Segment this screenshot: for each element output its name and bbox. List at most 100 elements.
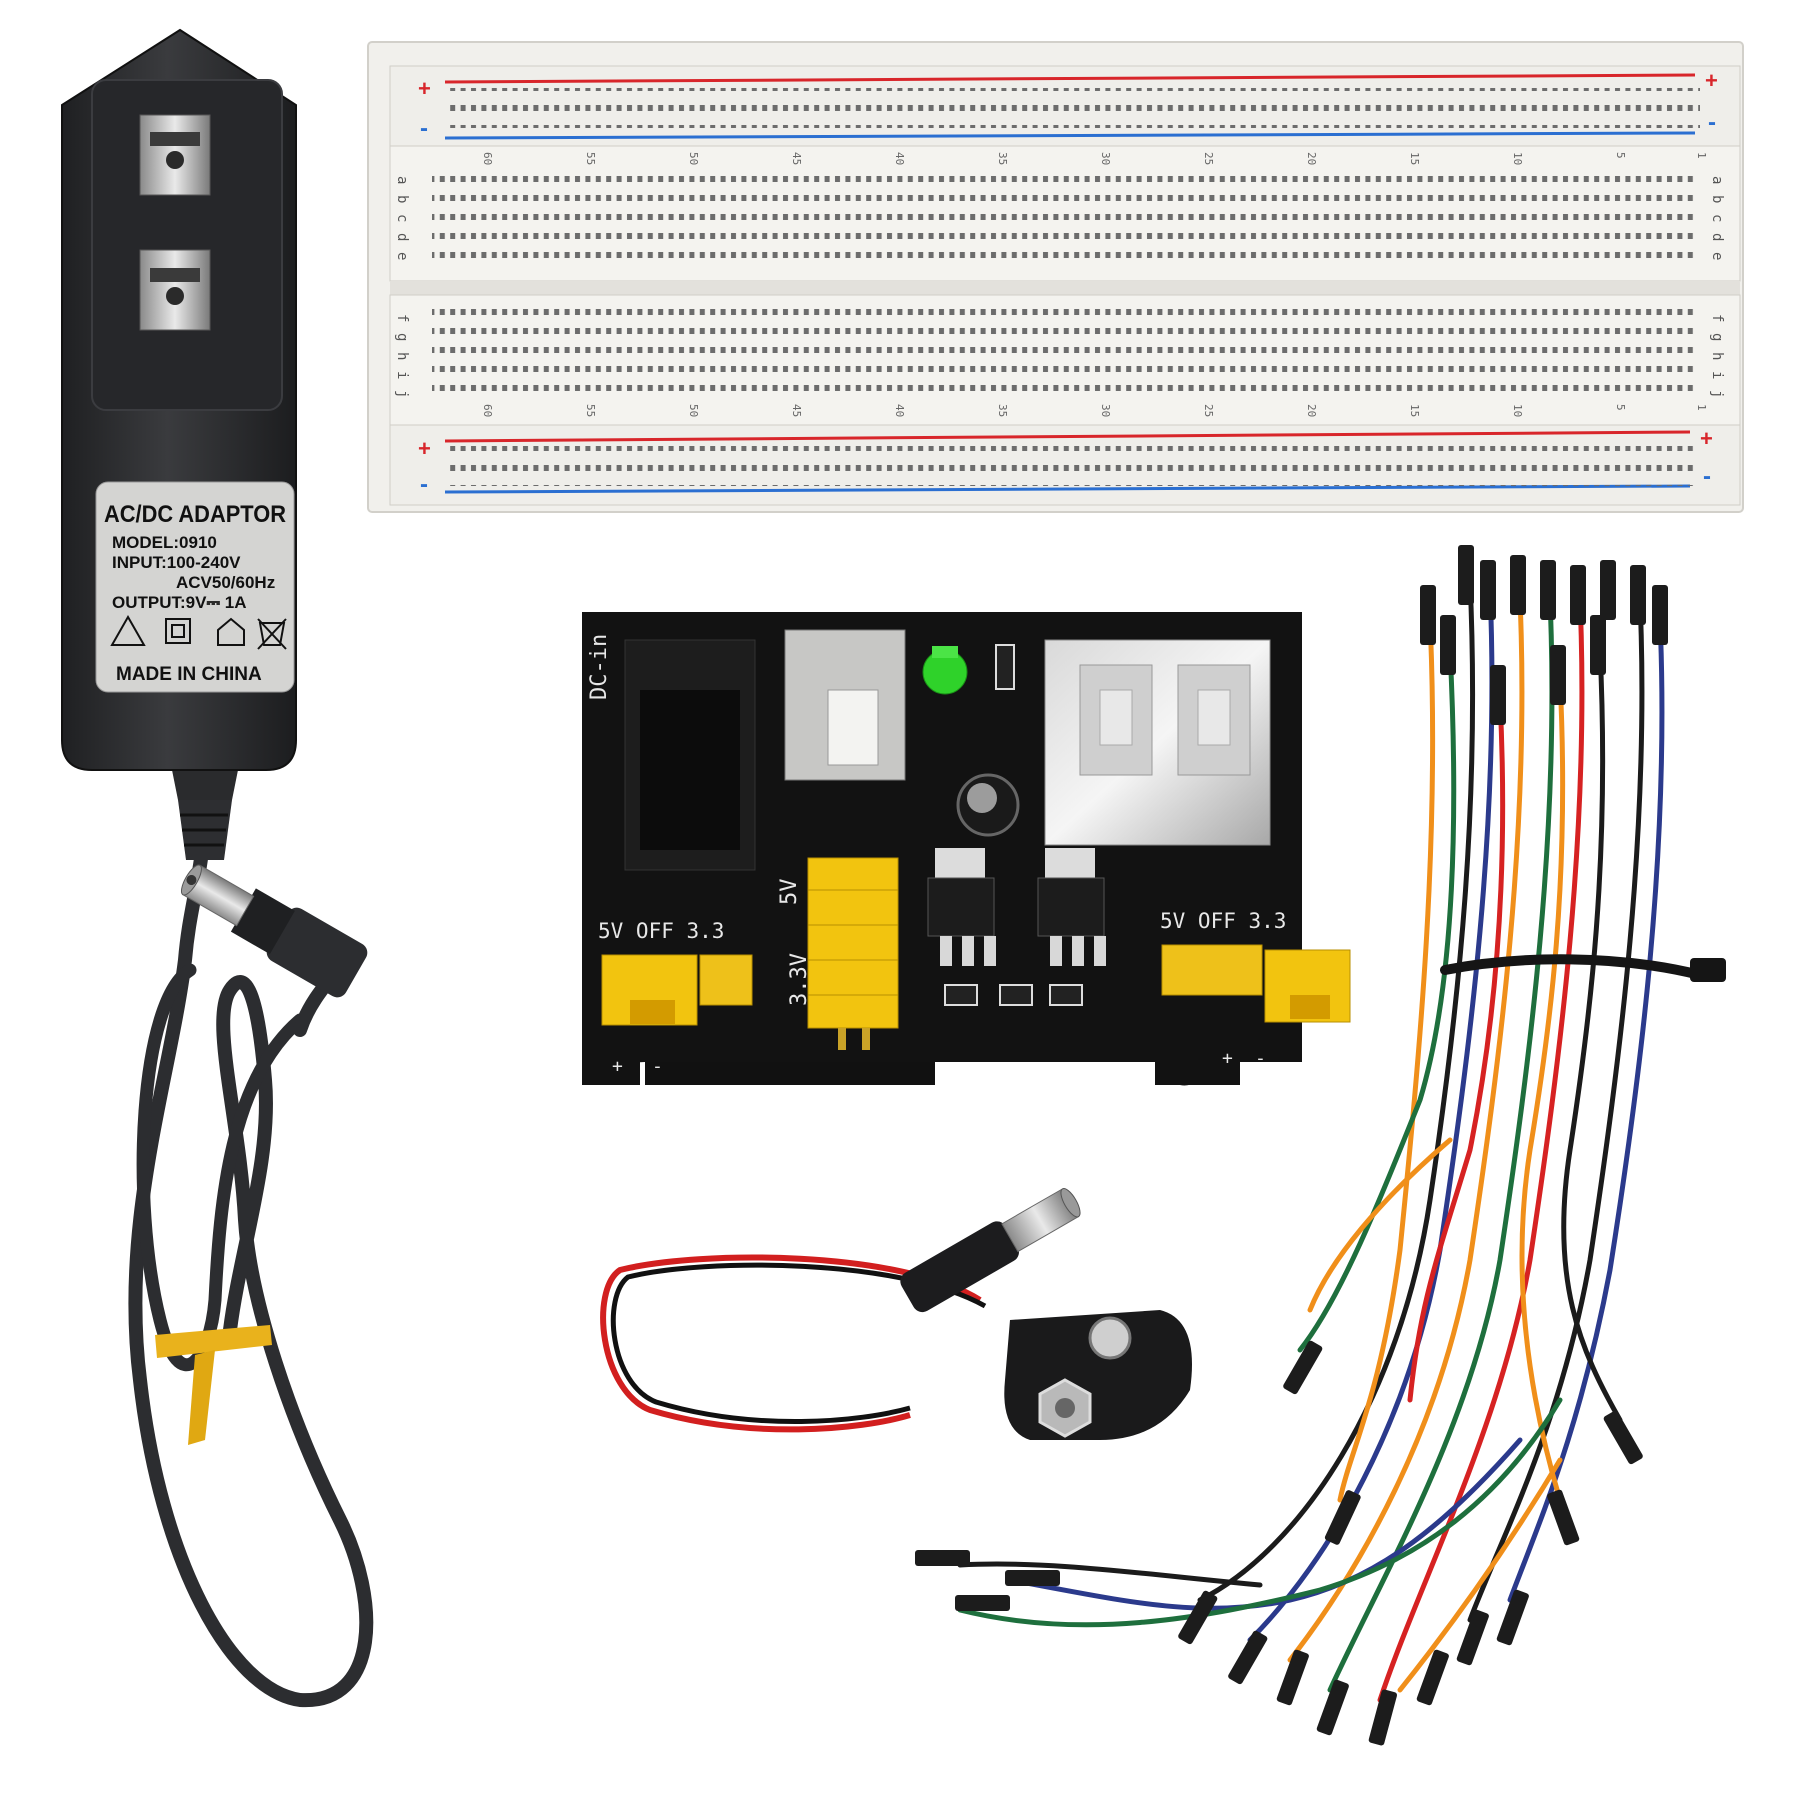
battery-clip-red-wire — [600, 1254, 982, 1433]
right-jumper-label: 5V OFF 3.3 — [1160, 909, 1286, 933]
voltage-regulator-left — [927, 848, 996, 966]
bottom-column-numbers: 60 55 50 45 40 35 30 25 20 15 10 5 1 — [481, 404, 1708, 417]
bottom-rail-plus-right: + — [1700, 426, 1713, 451]
acdc-adapter: AC/DC ADAPTOR MODEL:0910 INPUT:100-240V … — [61, 28, 374, 1708]
jumper-wire — [1197, 577, 1476, 1603]
column-number: 30 — [1099, 152, 1112, 165]
adapter-label-input: INPUT:100-240V — [112, 553, 241, 572]
center-channel — [390, 281, 1740, 295]
column-number: 35 — [996, 404, 1009, 417]
top-row-letters-left: a b c d e — [394, 176, 410, 260]
jumper-wire-connectors — [915, 545, 1668, 1746]
breadboard: + - + - a b c d e a b c d e 60 55 50 45 … — [367, 41, 1744, 513]
top-rail-holes — [450, 88, 1700, 128]
plug-prong-top — [139, 114, 211, 196]
adapter-cable — [128, 793, 374, 1708]
double-insulation-icon — [165, 618, 191, 644]
bottom-row-letters-right: f g h i j — [1709, 314, 1725, 398]
adapter-label: AC/DC ADAPTOR MODEL:0910 INPUT:100-240V … — [95, 481, 295, 693]
row-letter: d — [1709, 233, 1725, 241]
top-row-letters-right: a b c d e — [1709, 176, 1725, 260]
smd-component — [999, 984, 1033, 1006]
adapter-label-origin: MADE IN CHINA — [116, 664, 262, 685]
left-voltage-jumper[interactable] — [601, 954, 753, 1026]
row-letter: b — [1709, 195, 1725, 203]
jumper-wire-long-green — [957, 1397, 1563, 1628]
column-number: 50 — [687, 152, 700, 165]
power-switch-knob[interactable] — [827, 689, 879, 766]
column-number: 10 — [1511, 152, 1524, 165]
adapter-label-output: OUTPUT:9V⎓ 1A — [112, 593, 246, 612]
column-number: 30 — [1099, 404, 1112, 417]
top-column-numbers: 60 55 50 45 40 35 30 25 20 15 10 5 1 — [481, 152, 1708, 165]
bottom-rail-holes — [450, 446, 1695, 486]
top-rail-minus-right: - — [1708, 109, 1716, 136]
column-number: 15 — [1408, 152, 1421, 165]
row-letter: c — [1709, 214, 1725, 222]
jumper-wire — [1407, 697, 1506, 1403]
battery-clip-barrel-plug — [900, 1188, 1081, 1313]
column-number: 5 — [1614, 152, 1627, 159]
adapter-label-model: MODEL:0910 — [112, 533, 217, 552]
usb-port[interactable] — [1044, 639, 1271, 846]
row-letter: f — [394, 314, 410, 322]
right-minus-sign: - — [1255, 1048, 1266, 1069]
adapter-label-title: AC/DC ADAPTOR — [104, 501, 286, 528]
row-letter: j — [1709, 390, 1725, 398]
dc-in-label: DC-in — [587, 634, 612, 700]
adapter-cable-loop — [136, 963, 307, 1372]
adapter-barrel-plug — [180, 864, 368, 998]
voltage-regulator-right — [1037, 848, 1106, 966]
cable-tie-tape — [155, 1325, 272, 1445]
adapter-label-input-freq: ACV50/60Hz — [176, 573, 275, 592]
row-letter: d — [394, 233, 410, 241]
certification-icons — [110, 614, 287, 650]
row-letter: i — [394, 371, 410, 379]
column-number: 1 — [1695, 404, 1708, 411]
bottom-rail-minus-right: - — [1703, 463, 1711, 490]
breadboard-power-module: DC-in — [582, 612, 1351, 1086]
battery-terminal-round — [1088, 1316, 1132, 1360]
plug-prong-bottom — [139, 249, 211, 331]
column-number: 1 — [1695, 152, 1708, 159]
jumper-wire — [1287, 597, 1525, 1663]
right-voltage-jumper[interactable] — [1161, 944, 1351, 1023]
column-number: 20 — [1305, 152, 1318, 165]
battery-clip-cap — [1004, 1310, 1192, 1440]
row-letter: e — [1709, 252, 1725, 260]
smd-component — [944, 984, 978, 1006]
smd-resistor — [995, 644, 1015, 690]
jumper-wire — [1297, 647, 1457, 1353]
top-rail-blue-line — [444, 131, 1696, 140]
row-letter: f — [1709, 314, 1725, 322]
jumper-wire — [1337, 617, 1436, 1503]
row-letter: a — [394, 176, 410, 184]
jumper-wire-short-black — [957, 1561, 1263, 1588]
top-rail-plus-right: + — [1705, 68, 1718, 93]
column-number: 25 — [1202, 404, 1215, 417]
top-rail-plus-left: + — [418, 76, 431, 101]
jumper-wire-long-orange — [1397, 1457, 1563, 1693]
jumper-wire — [1519, 677, 1566, 1503]
column-number: 55 — [584, 404, 597, 417]
jumper-wire — [1467, 597, 1645, 1623]
column-number: 55 — [584, 152, 597, 165]
row-letter: a — [1709, 176, 1725, 184]
row-letter: g — [394, 333, 410, 341]
row-letter: b — [394, 195, 410, 203]
header-5v-label: 5V — [777, 879, 802, 906]
header-3v3-label: 3.3V — [787, 953, 812, 1006]
hazard-icon — [110, 614, 146, 646]
row-letter: j — [394, 390, 410, 398]
row-letter: g — [1709, 333, 1725, 341]
row-letter: i — [1709, 371, 1725, 379]
left-jumper-label: 5V OFF 3.3 — [598, 919, 724, 943]
bottom-rail-plus-left: + — [418, 436, 431, 461]
column-number: 25 — [1202, 152, 1215, 165]
jumper-wire — [1377, 597, 1585, 1703]
row-letter: c — [394, 214, 410, 222]
column-number: 45 — [790, 152, 803, 165]
bottom-row-letters-left: f g h i j — [394, 314, 410, 398]
column-number: 60 — [481, 152, 494, 165]
